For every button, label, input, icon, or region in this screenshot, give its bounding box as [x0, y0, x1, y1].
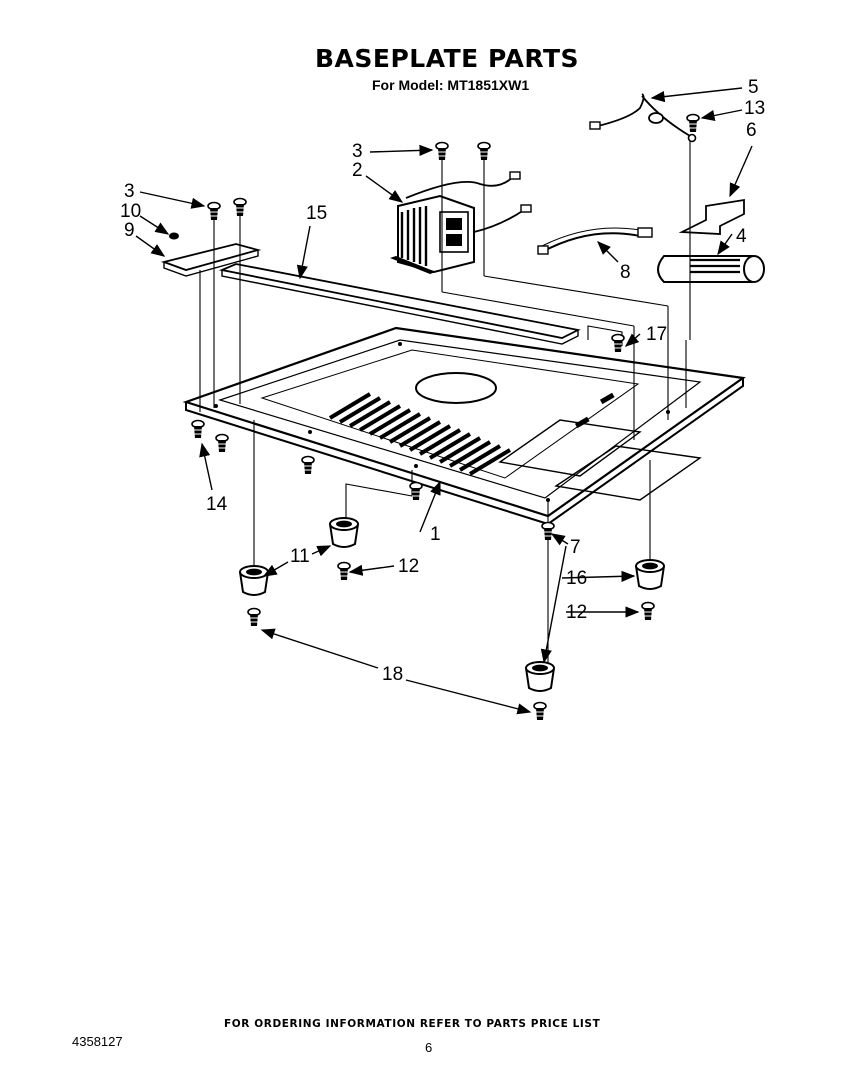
capacitor	[657, 255, 765, 283]
callout-2: 2	[352, 160, 363, 181]
leader-lines	[135, 87, 753, 715]
screw-icon	[686, 113, 700, 133]
screw-icon	[247, 607, 261, 627]
screw-icon	[191, 419, 205, 439]
callout-14: 14	[206, 494, 228, 515]
capacitor-clip	[678, 198, 745, 235]
transformer	[390, 171, 532, 274]
callout-17: 17	[646, 324, 667, 345]
baseplate-vent-slots	[328, 392, 512, 476]
washer-icon	[169, 232, 179, 240]
callout-18: 18	[382, 664, 403, 685]
callout-12-left: 12	[398, 556, 419, 577]
foot-icon	[635, 559, 665, 590]
screw-icon	[533, 701, 547, 721]
screw-icon	[541, 521, 555, 541]
screw-icon	[641, 601, 655, 621]
page-number: 6	[425, 1040, 433, 1055]
screw-icon	[477, 141, 491, 161]
screw-icon	[215, 433, 229, 453]
callout-5: 5	[748, 77, 759, 98]
screw-icon	[337, 561, 351, 581]
screw-icon	[207, 201, 221, 221]
callout-1: 1	[430, 524, 441, 545]
callout-3-upper: 3	[352, 141, 363, 162]
page-title: BASEPLATE PARTS	[314, 44, 580, 73]
baffle-strip	[218, 263, 581, 345]
screw-icon	[301, 455, 315, 475]
callout-9: 9	[124, 220, 135, 241]
diode	[589, 93, 697, 143]
foot-icon	[525, 661, 555, 692]
model-subtitle: For Model: MT1851XW1	[372, 77, 530, 93]
screw-icon	[435, 141, 449, 161]
callout-11: 11	[290, 546, 310, 567]
ordering-note: FOR ORDERING INFORMATION REFER TO PARTS …	[224, 1018, 601, 1030]
callout-8: 8	[620, 262, 631, 283]
foot-icon	[329, 517, 359, 548]
baseplate	[182, 326, 746, 526]
wire-harness	[537, 227, 653, 255]
callout-15: 15	[306, 203, 327, 224]
callout-10: 10	[120, 201, 141, 222]
callout-3-lower: 3	[124, 181, 135, 202]
mounting-bracket	[160, 243, 262, 277]
foot-icon	[239, 565, 269, 596]
document-number: 4358127	[72, 1034, 123, 1049]
callout-13: 13	[744, 98, 765, 119]
callout-4: 4	[736, 226, 747, 247]
callout-7: 7	[570, 537, 581, 558]
screw-icon	[233, 197, 247, 217]
callout-12-right: 12	[566, 602, 587, 623]
callout-6: 6	[746, 120, 757, 141]
callout-16: 16	[566, 568, 587, 589]
